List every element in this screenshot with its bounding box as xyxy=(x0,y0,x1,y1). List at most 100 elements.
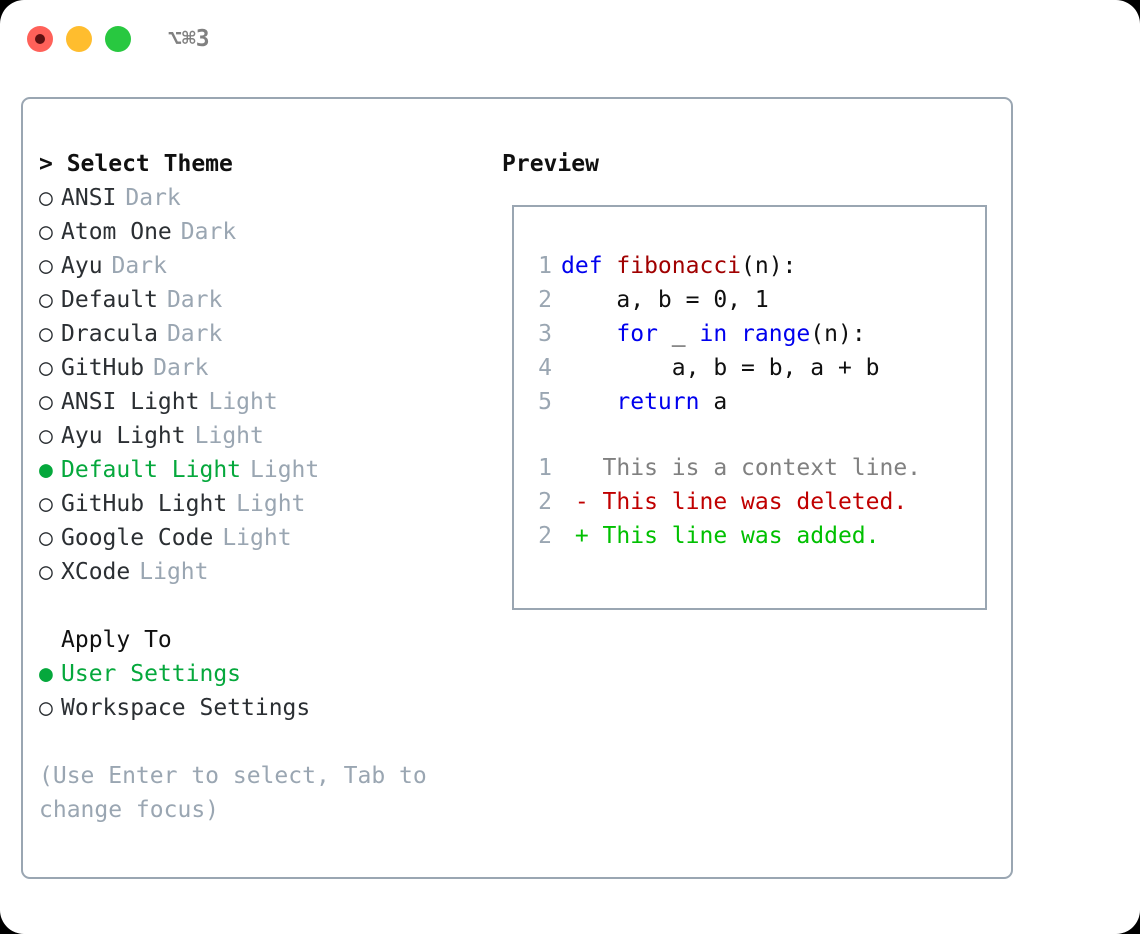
line-number: 1 xyxy=(538,253,552,279)
code-line: 3 for _ in range(n): xyxy=(526,317,976,351)
theme-option-label: ANSI Light xyxy=(61,389,200,415)
radio-selected-icon: ● xyxy=(39,457,53,483)
code-diff-gap xyxy=(526,419,976,451)
preview-heading: Preview xyxy=(502,151,599,177)
theme-option-dracula[interactable]: ○ Dracula Dark xyxy=(39,317,489,351)
list-spacer xyxy=(39,589,489,623)
theme-option-label: Default xyxy=(61,287,158,313)
theme-option-label: Default Light xyxy=(61,457,242,483)
theme-option-label: Atom One xyxy=(61,219,172,245)
radio-unselected-icon: ○ xyxy=(39,219,53,245)
theme-option-default[interactable]: ○ Default Dark xyxy=(39,283,489,317)
line-number: 5 xyxy=(538,389,552,415)
line-number: 1 xyxy=(538,455,552,481)
radio-unselected-icon: ○ xyxy=(39,253,53,279)
radio-unselected-icon: ○ xyxy=(39,389,53,415)
code-token: in xyxy=(699,321,728,347)
diff-line: 2 - This line was deleted. xyxy=(526,485,976,519)
theme-option-tag: Dark xyxy=(153,355,209,381)
code-token: (n): xyxy=(810,321,866,347)
theme-option-tag: Light xyxy=(208,389,278,415)
apply-to-heading: Apply To xyxy=(61,627,172,653)
minimize-button[interactable] xyxy=(66,26,92,52)
apply-to-option-label: User Settings xyxy=(61,661,242,687)
theme-option-tag: Dark xyxy=(180,219,237,245)
theme-option-atom-one[interactable]: ○ Atom One Dark xyxy=(39,215,489,249)
theme-option-github-light[interactable]: ○ GitHub Light Light xyxy=(39,487,489,521)
line-number: 2 xyxy=(538,523,552,549)
radio-unselected-icon: ○ xyxy=(39,525,53,551)
theme-option-label: Dracula xyxy=(61,321,158,347)
theme-option-tag: Dark xyxy=(125,185,181,211)
radio-selected-icon: ● xyxy=(39,661,53,687)
code-token: a xyxy=(699,389,728,415)
apply-to-option-workspace-settings[interactable]: ○ Workspace Settings xyxy=(39,691,489,725)
theme-option-ansi-light[interactable]: ○ ANSI Light Light xyxy=(39,385,489,419)
theme-option-tag: Light xyxy=(194,423,264,449)
radio-unselected-icon: ○ xyxy=(39,185,53,211)
theme-option-label: GitHub Light xyxy=(61,491,228,517)
theme-option-ansi[interactable]: ○ ANSI Dark xyxy=(39,181,489,215)
code-token: range xyxy=(741,321,811,347)
maximize-button[interactable] xyxy=(105,26,131,52)
theme-option-ayu-light[interactable]: ○ Ayu Light Light xyxy=(39,419,489,453)
code-line: 5 return a xyxy=(526,385,976,419)
close-button[interactable] xyxy=(27,26,53,52)
theme-option-label: XCode xyxy=(61,559,131,585)
theme-option-label: Ayu Light xyxy=(61,423,186,449)
code-token: _ xyxy=(657,321,700,347)
theme-option-label: Ayu xyxy=(61,253,103,279)
theme-option-tag: Light xyxy=(250,457,320,483)
theme-option-ayu[interactable]: ○ Ayu Dark xyxy=(39,249,489,283)
code-line: 4 a, b = b, a + b xyxy=(526,351,976,385)
line-number: 2 xyxy=(538,287,552,313)
radio-unselected-icon: ○ xyxy=(39,559,53,585)
theme-option-tag: Dark xyxy=(166,321,223,347)
theme-option-tag: Light xyxy=(139,559,209,585)
theme-option-tag: Light xyxy=(222,525,292,551)
apply-to-list: ● User Settings ○ Workspace Settings xyxy=(39,657,489,725)
theme-option-google-code[interactable]: ○ Google Code Light xyxy=(39,521,489,555)
radio-unselected-icon: ○ xyxy=(39,423,53,449)
code-token: fibonacci xyxy=(616,253,742,279)
code-token: return xyxy=(616,389,700,415)
line-number: 2 xyxy=(538,489,552,515)
code-line: 1 def fibonacci(n): xyxy=(526,249,976,283)
radio-unselected-icon: ○ xyxy=(39,695,53,721)
code-token xyxy=(561,385,616,419)
theme-option-default-light[interactable]: ● Default Light Light xyxy=(39,453,489,487)
line-number: 3 xyxy=(538,321,552,347)
code-token xyxy=(727,317,741,351)
theme-option-label: ANSI xyxy=(61,185,117,211)
apply-to-option-user-settings[interactable]: ● User Settings xyxy=(39,657,489,691)
diff-line: 2 + This line was added. xyxy=(526,519,976,553)
keyboard-hint-text: (Use Enter to select, Tab to change focu… xyxy=(39,763,427,823)
radio-unselected-icon: ○ xyxy=(39,491,53,517)
window-shortcut-label: ⌥⌘3 xyxy=(168,26,210,52)
code-line: 2 a, b = 0, 1 xyxy=(526,283,976,317)
code-token: a, b = 0, 1 xyxy=(561,287,769,313)
apply-to-option-label: Workspace Settings xyxy=(61,695,311,721)
theme-option-tag: Light xyxy=(236,491,306,517)
theme-option-tag: Dark xyxy=(111,253,167,279)
theme-option-label: Google Code xyxy=(61,525,214,551)
radio-unselected-icon: ○ xyxy=(39,287,53,313)
radio-unselected-icon: ○ xyxy=(39,355,53,381)
radio-unselected-icon: ○ xyxy=(39,321,53,347)
code-token xyxy=(561,317,616,351)
code-token: def xyxy=(561,253,617,279)
diff-line: 1 This is a context line. xyxy=(526,451,976,485)
code-token: (n): xyxy=(741,253,797,279)
title-bar: ⌥⌘3 xyxy=(0,0,1140,80)
theme-option-tag: Dark xyxy=(166,287,223,313)
theme-option-xcode[interactable]: ○ XCode Light xyxy=(39,555,489,589)
